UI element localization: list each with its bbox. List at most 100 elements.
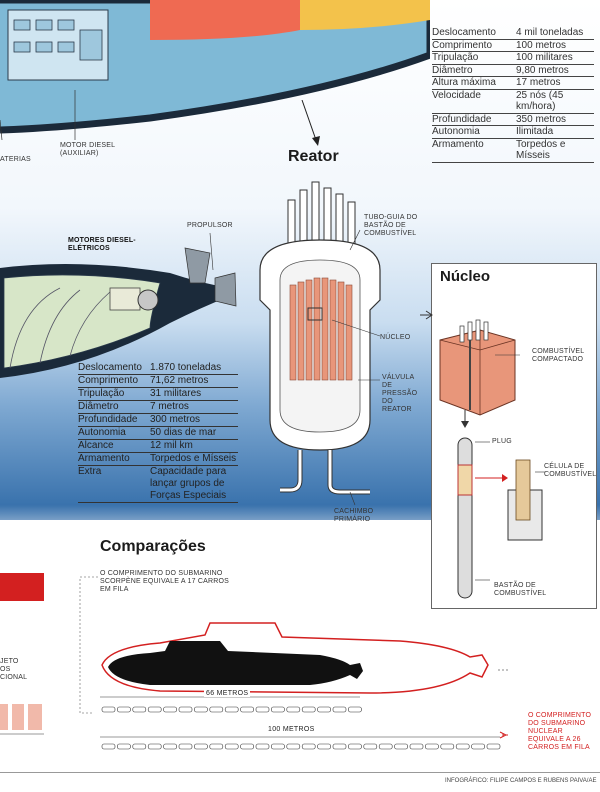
car-icon xyxy=(440,743,455,750)
top_specs-key: Armamento xyxy=(432,138,516,163)
scorpene_specs-key: Diâmetro xyxy=(78,400,150,414)
scorpene_specs-value: 31 militares xyxy=(150,387,238,401)
scorpene_specs-value: Capacidade para lançar grupos de Forças … xyxy=(150,465,238,503)
car-icon xyxy=(271,743,285,750)
top_specs-value: 17 metros xyxy=(516,76,594,90)
car-icon xyxy=(486,743,501,750)
top_specs-key: Velocidade xyxy=(432,89,516,114)
car-icon xyxy=(147,743,162,750)
car-icon xyxy=(286,743,301,750)
label-bastao: BASTÃO DE COMBUSTÍVEL xyxy=(494,582,547,597)
car-icon xyxy=(271,706,285,713)
car-icon xyxy=(378,743,393,750)
top_specs-value: 9,80 metros xyxy=(516,64,594,77)
top_specs-key: Diâmetro xyxy=(432,64,516,77)
scorpene_specs-key: Autonomia xyxy=(78,426,150,440)
label-tubo-guia: TUBO-GUIA DO BASTÃO DE COMBUSTÍVEL xyxy=(364,214,418,237)
top_specs-value: Torpedos e Mísseis xyxy=(516,138,594,163)
car-icon xyxy=(209,743,224,750)
car-icon xyxy=(317,743,331,750)
label-cachimbo: CACHIMBO PRIMÁRIO xyxy=(334,508,374,523)
top_specs-key: Comprimento xyxy=(432,39,516,52)
car-icon xyxy=(132,743,147,750)
nuclear-sub-cutaway xyxy=(0,0,430,140)
scorpene_specs-value: 1.870 toneladas xyxy=(150,362,238,375)
car-icon xyxy=(455,743,470,750)
car-icon xyxy=(363,743,378,750)
car-icon xyxy=(194,706,208,713)
car-icon xyxy=(132,706,147,713)
top_specs-key: Deslocamento xyxy=(432,27,516,40)
label-motores-diesel: MOTORES DIESEL-ELÉTRICOS xyxy=(68,237,136,252)
credit: INFOGRÁFICO: FILIPE CAMPOS E RUBENS PAIV… xyxy=(445,778,597,784)
top_specs-value: 25 nós (45 km/hora) xyxy=(516,89,594,114)
footer-rule xyxy=(0,772,600,773)
label-celula: CÉLULA DE COMBUSTÍVEL xyxy=(544,463,597,478)
label-66-metros: 66 METROS xyxy=(204,690,251,697)
left-fragment-3: CIONAL xyxy=(0,674,28,681)
car-icon xyxy=(178,706,193,713)
top_specs-value: 100 militares xyxy=(516,51,594,65)
car-icon xyxy=(224,743,239,750)
top_specs-key: Tripulação xyxy=(432,51,516,65)
top_specs-value: 4 mil toneladas xyxy=(516,27,594,40)
car-icon xyxy=(101,743,116,750)
label-nuclear-note: O COMPRIMENTO DO SUBMARINO NUCLEAR EQUIV… xyxy=(528,712,592,751)
car-icon xyxy=(147,706,162,713)
scorpene_specs-key: Deslocamento xyxy=(78,362,150,375)
car-icon xyxy=(255,743,270,750)
car-icon xyxy=(332,706,347,713)
label-combustivel-compactado: COMBUSTÍVEL COMPACTADO xyxy=(532,348,585,363)
car-icon xyxy=(117,743,131,750)
scorpene_specs-value: 50 dias de mar xyxy=(150,426,238,440)
label-plug: PLUG xyxy=(492,438,512,445)
scorpene-sub-cutaway xyxy=(0,232,237,378)
car-icon xyxy=(332,743,347,750)
nucleo-illustration xyxy=(420,310,545,599)
car-icon xyxy=(409,743,424,750)
label-baterias: ATERIAS xyxy=(0,156,31,163)
car-icon xyxy=(317,706,331,713)
car-icon xyxy=(194,743,208,750)
scorpene_specs-key: Profundidade xyxy=(78,413,150,427)
car-icon xyxy=(240,706,254,713)
label-propulsor: PROPULSOR xyxy=(187,222,233,229)
top_specs-value: Ilimitada xyxy=(516,125,594,139)
car-icon xyxy=(301,743,316,750)
comparison-silhouettes xyxy=(79,576,510,750)
car-icon xyxy=(301,706,316,713)
top_specs-key: Profundidade xyxy=(432,113,516,126)
top_specs-value: 350 metros xyxy=(516,113,594,126)
scorpene_specs-key: Armamento xyxy=(78,452,150,466)
car-icon xyxy=(348,706,362,713)
car-icon xyxy=(209,706,224,713)
top_specs-key: Altura máxima xyxy=(432,76,516,90)
car-icon xyxy=(163,743,177,750)
label-scorpene-note: O COMPRIMENTO DO SUBMARINO SCORPÈNE EQUI… xyxy=(100,570,229,593)
car-icon xyxy=(425,743,439,750)
scorpene_specs-key: Extra xyxy=(78,465,150,503)
red-tab xyxy=(0,573,44,601)
car-icon xyxy=(163,706,177,713)
car-icon xyxy=(117,706,131,713)
label-valvula: VÁLVULA DE PRESSÃO DO REATOR xyxy=(382,374,418,413)
car-icon xyxy=(101,706,116,713)
left-bars xyxy=(0,704,44,735)
left-fragment-1: JETO xyxy=(0,658,19,665)
